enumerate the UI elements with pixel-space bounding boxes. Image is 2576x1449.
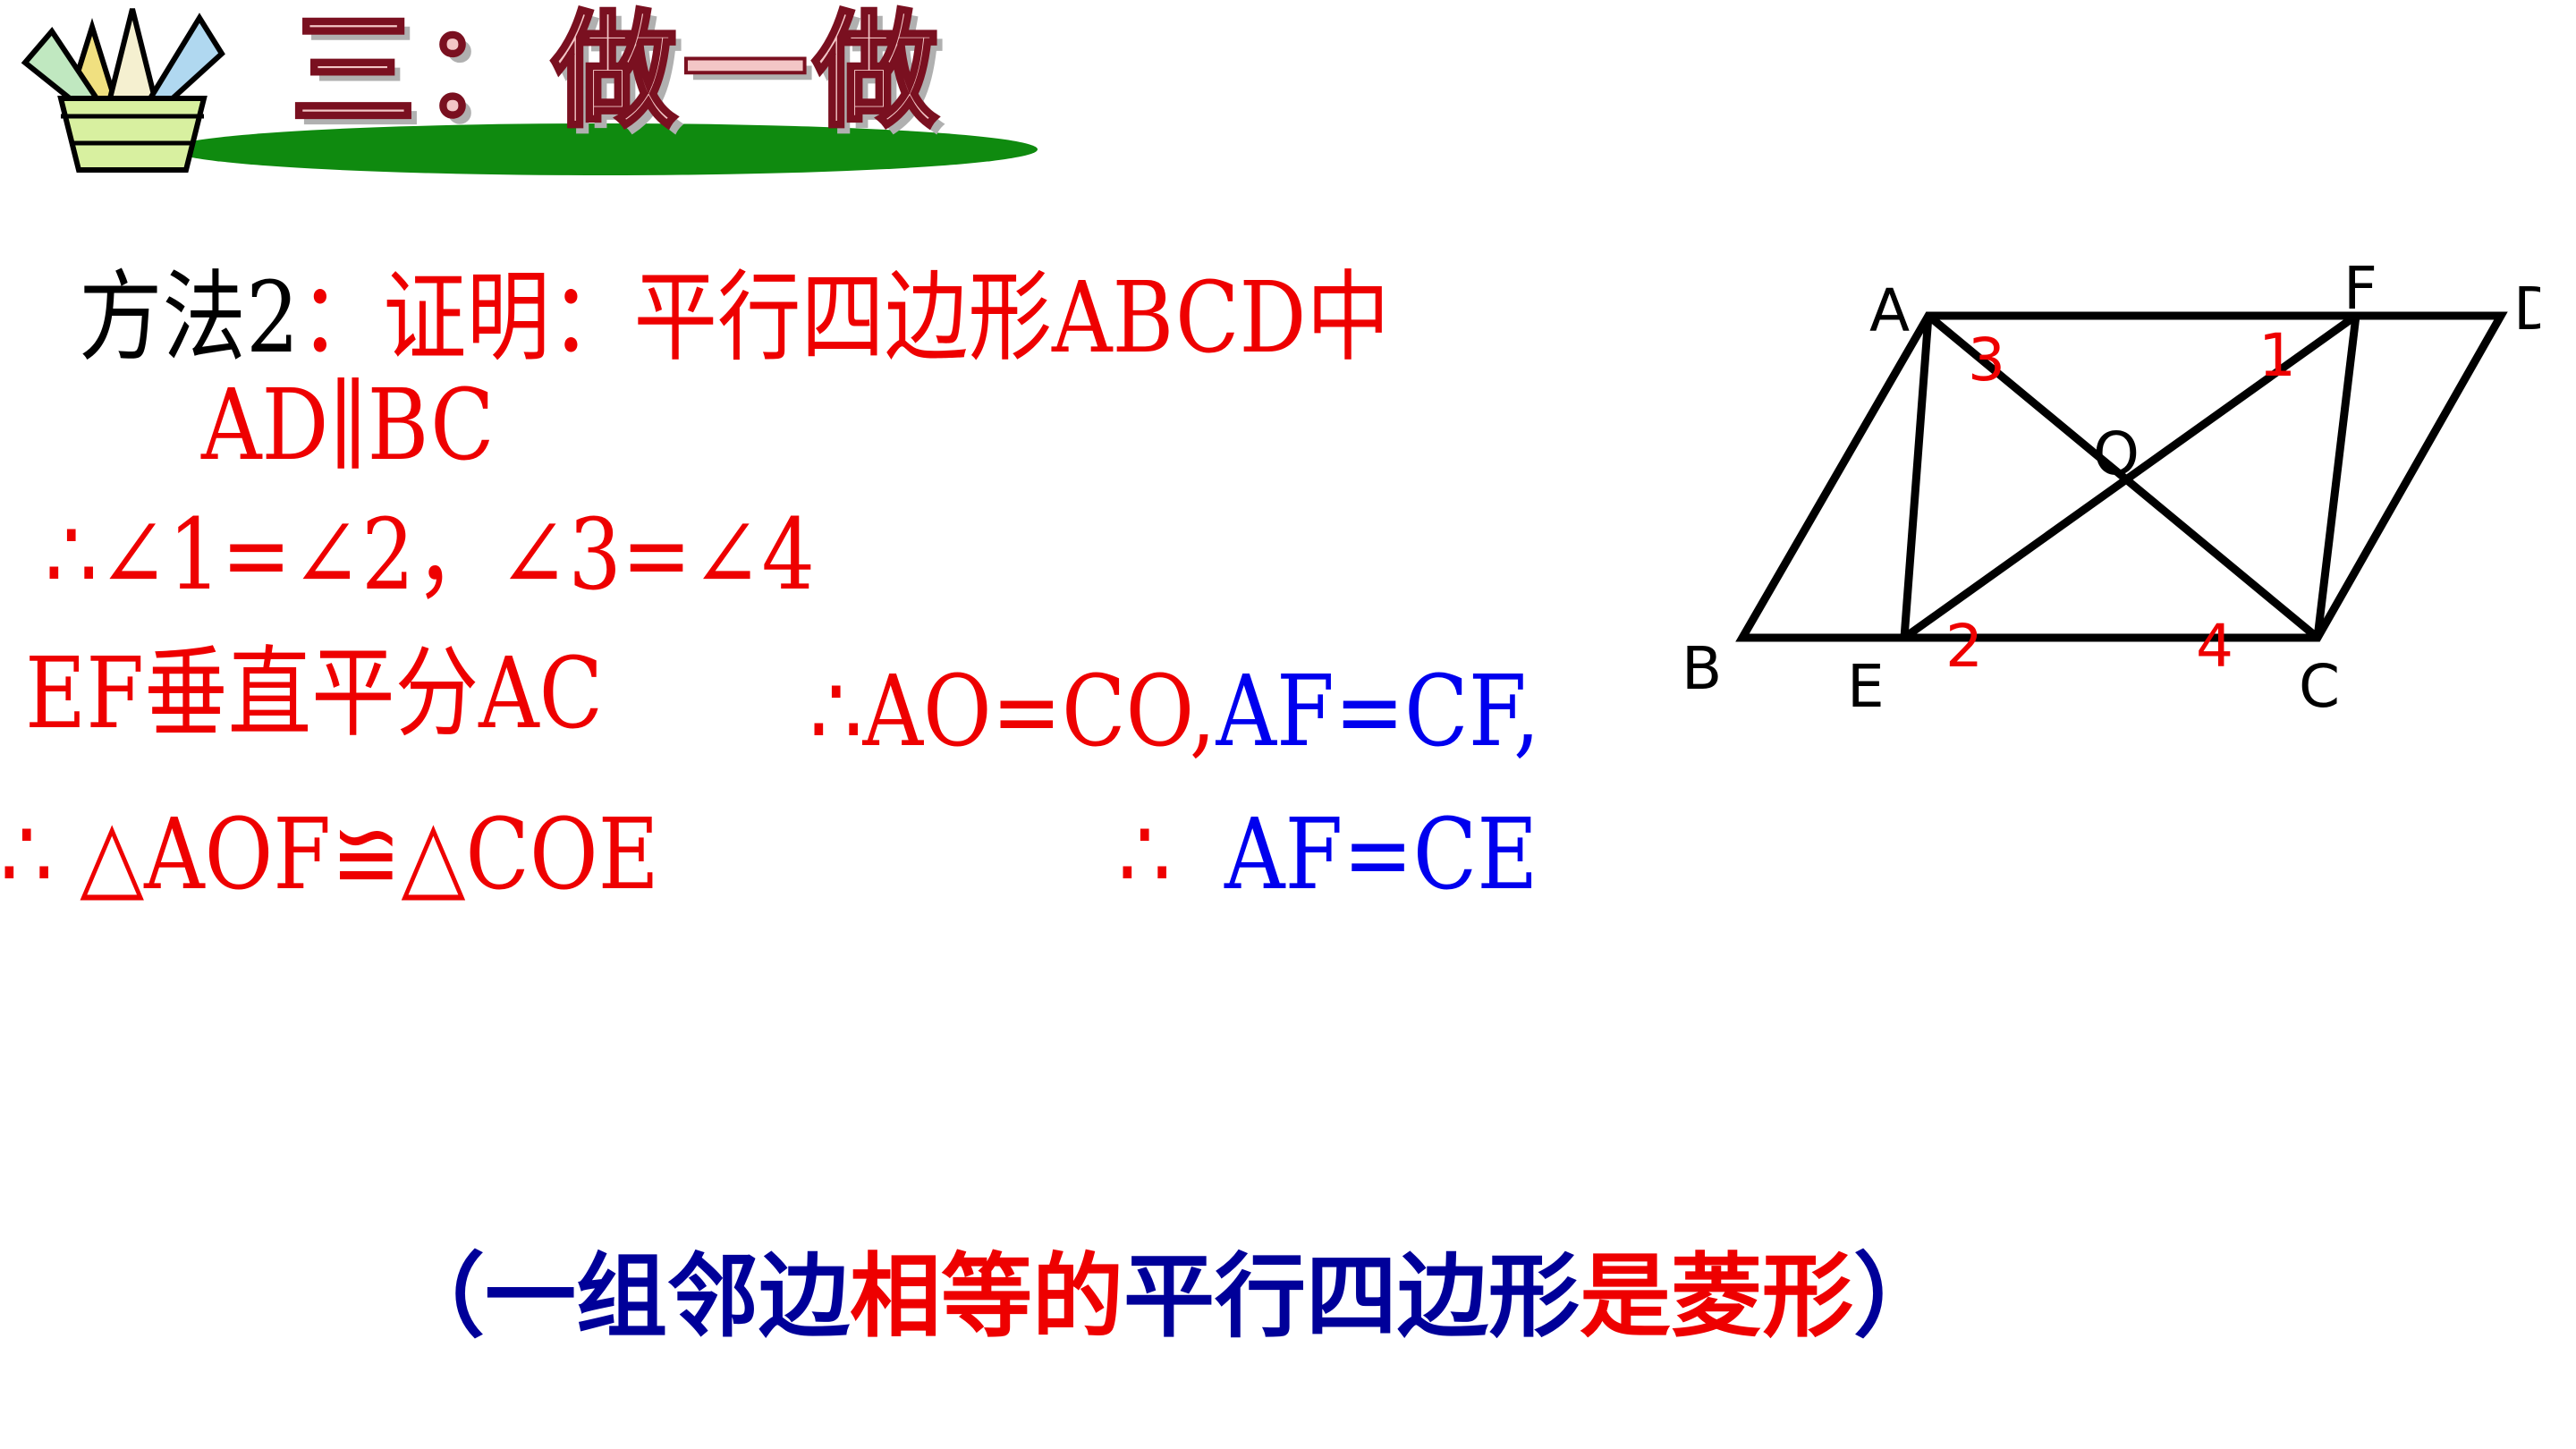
parallel-statement: AD∥BC (201, 368, 495, 482)
conclusion-line: （一组邻边相等的平行四边形是菱形） (394, 1252, 1945, 1343)
conclusion-open-paren: （ (394, 1244, 485, 1351)
conclusion-part3: 平行四边形 (1123, 1244, 1580, 1351)
conclusion-close-paren: ） (1853, 1244, 1945, 1351)
segment-ae (1900, 315, 1933, 639)
conclusion-part4: 是菱形 (1580, 1244, 1853, 1351)
segment-fc (2313, 315, 2360, 639)
point-label-f: F (2343, 259, 2377, 323)
proof-intro-text: 证明：平行四边形ABCD中 (383, 260, 1390, 375)
angle-label-4: 4 (2196, 612, 2233, 681)
point-label-c: C (2299, 652, 2340, 721)
af-ce-statement: ∴AF=CE (1118, 805, 1538, 903)
af-cf-text: AF=CF, (1216, 654, 1540, 768)
conclusion-part1: 一组邻边 (485, 1244, 850, 1351)
therefore-symbol: ∴ (1118, 797, 1172, 911)
point-label-o: O (2093, 419, 2140, 488)
angle-label-2: 2 (1945, 612, 1983, 681)
pencil-cup-icon (21, 8, 225, 173)
ao-co-text: ∴AO=CO, (809, 654, 1216, 768)
angles-statement: ∴∠1=∠2，∠3=∠4 (45, 497, 815, 612)
bisector-statement: EF垂直平分AC (25, 636, 604, 750)
method-label: 方法2 (79, 260, 300, 375)
proof-intro-line: 方法2：证明：平行四边形ABCD中 (79, 268, 1390, 367)
af-ce-text: AF=CE (1224, 797, 1538, 911)
segment-ef (1902, 312, 2359, 641)
method-colon: ： (299, 260, 384, 375)
angle-label-3: 3 (1968, 326, 2005, 394)
page-title: 三：做一做 (289, 0, 945, 145)
parallelogram-figure: A F D O B E C 3 1 2 4 (1682, 259, 2540, 721)
diagonal-ac (1926, 312, 2320, 641)
point-label-a: A (1869, 276, 1910, 345)
congruence-statement: ∴ △AOF≌△COE (0, 797, 659, 911)
point-label-b: B (1682, 634, 1722, 703)
point-label-e: E (1847, 652, 1885, 721)
angle-label-1: 1 (2258, 321, 2296, 390)
point-label-d: D (2513, 275, 2540, 343)
conclusion-part2: 相等的 (850, 1244, 1123, 1351)
header-banner (170, 123, 1038, 175)
segments-equal-statement: ∴AO=CO,AF=CF, (809, 662, 1540, 760)
